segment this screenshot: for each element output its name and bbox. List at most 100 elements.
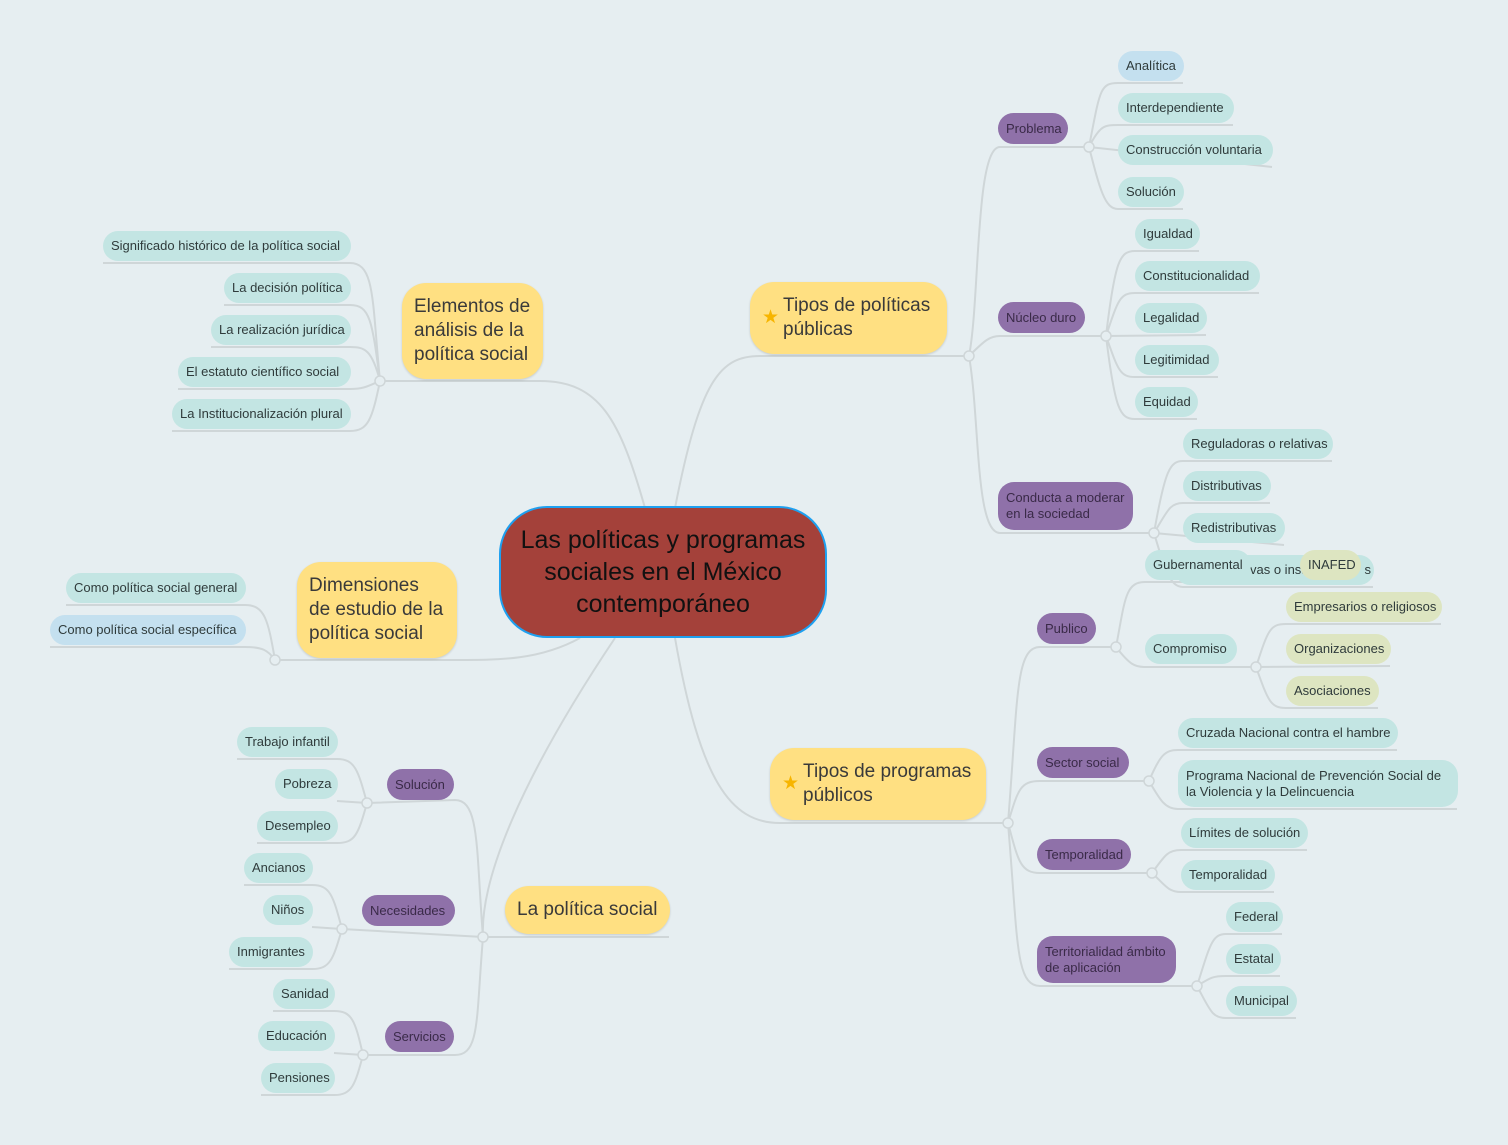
- leaf-reguladoras[interactable]: Reguladoras o relativas: [1183, 429, 1333, 459]
- subtopic-nucleo-duro[interactable]: Núcleo duro: [998, 302, 1085, 333]
- subtopic-necesidades-label: Necesidades: [370, 902, 446, 918]
- leaf-institucionalizacion-label: La Institucionalización plural: [180, 406, 343, 421]
- leaf-distributivas-label: Distributivas: [1191, 478, 1262, 493]
- leaf-realizacion-juridica-label: La realización jurídica: [219, 322, 345, 337]
- leaf-asociaciones[interactable]: Asociaciones: [1286, 676, 1379, 706]
- leaf-compromiso-label: Compromiso: [1153, 641, 1227, 656]
- leaf-inafed-label: INAFED: [1308, 557, 1356, 572]
- leaf-educacion[interactable]: Educación: [258, 1021, 335, 1051]
- leaf-gubernamental[interactable]: Gubernamental: [1145, 550, 1251, 580]
- leaf-trabajo-infantil-label: Trabajo infantil: [245, 734, 330, 749]
- leaf-estatuto-cientifico[interactable]: El estatuto científico social: [178, 357, 351, 387]
- leaf-inafed[interactable]: INAFED: [1300, 550, 1361, 580]
- leaf-ancianos-label: Ancianos: [252, 860, 306, 875]
- leaf-redistributivas[interactable]: Redistributivas: [1183, 513, 1285, 543]
- leaf-interdependiente[interactable]: Interdependiente: [1118, 93, 1234, 123]
- leaf-distributivas[interactable]: Distributivas: [1183, 471, 1271, 501]
- leaf-significado-historico[interactable]: Significado histórico de la política soc…: [103, 231, 351, 261]
- leaf-municipal[interactable]: Municipal: [1226, 986, 1297, 1016]
- subtopic-territorialidad-label: Territorialidad ámbito de aplicación: [1045, 943, 1166, 975]
- central-topic-label: Las políticas y programas sociales en el…: [520, 526, 806, 618]
- leaf-estatal[interactable]: Estatal: [1226, 944, 1281, 974]
- subtopic-conducta-label: Conducta a moderar en la sociedad: [1006, 490, 1125, 521]
- leaf-igualdad-label: Igualdad: [1143, 226, 1193, 241]
- topic-politica-social-label: La política social: [517, 899, 658, 920]
- subtopic-nucleo-duro-label: Núcleo duro: [1006, 309, 1077, 325]
- subtopic-problema[interactable]: Problema: [998, 113, 1068, 144]
- hidden-label-tail: s: [1364, 562, 1372, 577]
- leaf-legalidad[interactable]: Legalidad: [1135, 303, 1207, 333]
- leaf-ninos[interactable]: Niños: [263, 895, 313, 925]
- subtopic-territorialidad[interactable]: Territorialidad ámbito de aplicación: [1037, 936, 1176, 983]
- subtopic-sector-social-label: Sector social: [1045, 754, 1120, 770]
- leaf-analitica[interactable]: Analítica: [1118, 51, 1184, 81]
- leaf-desempleo[interactable]: Desempleo: [257, 811, 338, 841]
- leaf-inmigrantes-label: Inmigrantes: [237, 944, 305, 959]
- subtopic-sector-social[interactable]: Sector social: [1037, 747, 1129, 778]
- subtopic-temporalidad[interactable]: Temporalidad: [1037, 839, 1131, 870]
- leaf-temporalidad[interactable]: Temporalidad: [1181, 860, 1275, 890]
- leaf-trabajo-infantil[interactable]: Trabajo infantil: [237, 727, 338, 757]
- subtopic-conducta[interactable]: Conducta a moderar en la sociedad: [998, 482, 1133, 530]
- leaf-programa-prevencion[interactable]: Programa Nacional de Prevención Social d…: [1178, 760, 1458, 807]
- leaf-hidden-constitutivas-label: vas o inst: [1250, 562, 1305, 577]
- leaf-construccion-voluntaria-label: Construcción voluntaria: [1126, 142, 1262, 157]
- subtopic-temporalidad-label: Temporalidad: [1045, 846, 1124, 862]
- subtopic-servicios[interactable]: Servicios: [385, 1021, 454, 1052]
- leaf-pensiones[interactable]: Pensiones: [261, 1063, 335, 1093]
- leaf-cruzada[interactable]: Cruzada Nacional contra el hambre: [1178, 718, 1398, 748]
- leaf-decision-politica[interactable]: La decisión política: [224, 273, 351, 303]
- leaf-construccion-voluntaria[interactable]: Construcción voluntaria: [1118, 135, 1273, 165]
- leaf-decision-politica-label: La decisión política: [232, 280, 343, 295]
- leaf-federal[interactable]: Federal: [1226, 902, 1283, 932]
- topic-politica-social[interactable]: La política social: [505, 886, 670, 934]
- leaf-legitimidad[interactable]: Legitimidad: [1135, 345, 1219, 375]
- leaf-solucion[interactable]: Solución: [1118, 177, 1184, 207]
- leaf-pensiones-label: Pensiones: [269, 1070, 330, 1085]
- leaf-cruzada-label: Cruzada Nacional contra el hambre: [1186, 725, 1391, 740]
- connector-dots: [269, 141, 1262, 1061]
- leaf-especifica-label: Como política social específica: [58, 622, 237, 637]
- leaf-constitucionalidad[interactable]: Constitucionalidad: [1135, 261, 1260, 291]
- topic-dimensiones[interactable]: Dimensiones de estudio de la política so…: [297, 562, 457, 658]
- leaf-igualdad[interactable]: Igualdad: [1135, 219, 1200, 249]
- leaf-pobreza[interactable]: Pobreza: [275, 769, 338, 799]
- leaf-analitica-label: Analítica: [1126, 58, 1176, 73]
- leaf-temporalidad-label: Temporalidad: [1189, 867, 1268, 882]
- star-icon: ★: [782, 773, 800, 794]
- topic-tipos-politicas[interactable]: ★Tipos de políticas públicas: [750, 282, 947, 354]
- leaf-reguladoras-label: Reguladoras o relativas: [1191, 436, 1328, 451]
- leaf-equidad[interactable]: Equidad: [1135, 387, 1198, 417]
- topic-tipos-programas-label: Tipos de programas públicos: [803, 761, 972, 806]
- leaf-ninos-label: Niños: [271, 902, 305, 917]
- leaf-redistributivas-label: Redistributivas: [1191, 520, 1277, 535]
- leaf-empresarios-label: Empresarios o religiosos: [1294, 599, 1437, 614]
- topic-dimensiones-label: Dimensiones de estudio de la política so…: [309, 575, 444, 644]
- leaf-institucionalizacion[interactable]: La Institucionalización plural: [172, 399, 351, 429]
- subtopic-publico[interactable]: Publico: [1037, 613, 1096, 644]
- leaf-sanidad[interactable]: Sanidad: [273, 979, 335, 1009]
- central-topic[interactable]: Las políticas y programas sociales en el…: [499, 506, 827, 638]
- topic-tipos-programas[interactable]: ★Tipos de programas públicos: [770, 748, 986, 820]
- leaf-ancianos[interactable]: Ancianos: [244, 853, 313, 883]
- leaf-interdependiente-label: Interdependiente: [1126, 100, 1224, 115]
- leaf-constitucionalidad-label: Constitucionalidad: [1143, 268, 1250, 283]
- leaf-empresarios[interactable]: Empresarios o religiosos: [1286, 592, 1442, 622]
- leaf-realizacion-juridica[interactable]: La realización jurídica: [211, 315, 351, 345]
- leaf-general[interactable]: Como política social general: [66, 573, 246, 603]
- leaf-estatal-label: Estatal: [1234, 951, 1274, 966]
- leaf-sanidad-label: Sanidad: [281, 986, 329, 1001]
- leaf-solucion-label: Solución: [1126, 184, 1176, 199]
- topic-elementos[interactable]: Elementos de análisis de la política soc…: [402, 283, 543, 379]
- leaf-especifica[interactable]: Como política social específica: [50, 615, 246, 645]
- leaf-limites-solucion[interactable]: Límites de solución: [1181, 818, 1308, 848]
- leaf-desempleo-label: Desempleo: [265, 818, 331, 833]
- subtopic-necesidades[interactable]: Necesidades: [362, 895, 455, 926]
- leaf-federal-label: Federal: [1234, 909, 1279, 924]
- leaf-organizaciones[interactable]: Organizaciones: [1286, 634, 1391, 664]
- leaf-inmigrantes[interactable]: Inmigrantes: [229, 937, 313, 967]
- subtopic-problema-label: Problema: [1006, 120, 1062, 136]
- leaf-compromiso[interactable]: Compromiso: [1145, 634, 1237, 664]
- subtopic-solucion[interactable]: Solución: [387, 769, 454, 800]
- subtopic-servicios-label: Servicios: [393, 1028, 446, 1044]
